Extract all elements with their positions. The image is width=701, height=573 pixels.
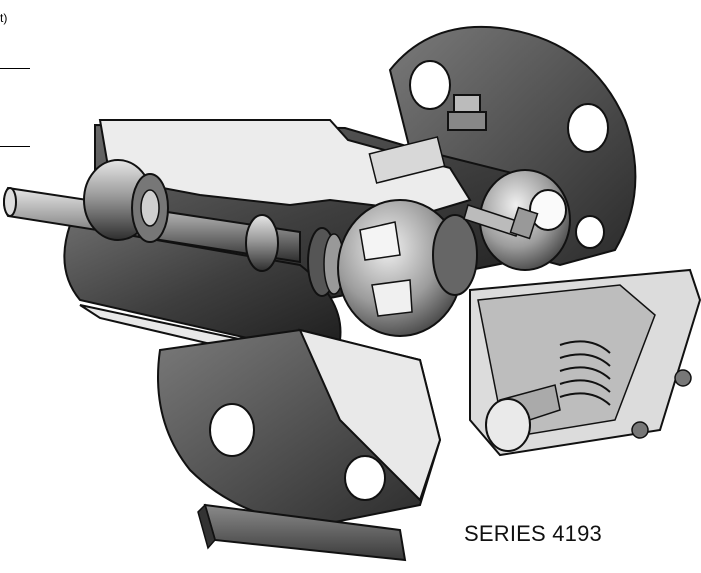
bolt-head bbox=[631, 421, 649, 439]
bolt-hole bbox=[567, 103, 609, 153]
top-plug bbox=[447, 94, 487, 131]
bolt-hole bbox=[209, 403, 255, 457]
rotor bbox=[337, 199, 478, 337]
rule-line-bottom bbox=[0, 146, 30, 147]
relief-valve bbox=[469, 268, 701, 457]
rule-line-top bbox=[0, 68, 30, 69]
valve-spring bbox=[559, 340, 611, 406]
text-fragment: t) bbox=[0, 11, 8, 25]
bolt-head bbox=[674, 369, 692, 387]
bolt-hole bbox=[409, 60, 451, 110]
pump-head bbox=[463, 169, 571, 271]
bolt-hole bbox=[575, 215, 605, 249]
ball-bearing bbox=[83, 159, 169, 243]
bolt-hole bbox=[344, 455, 386, 501]
series-caption: SERIES 4193 bbox=[464, 521, 602, 546]
front-flange bbox=[157, 328, 442, 527]
nameplate bbox=[368, 136, 446, 184]
mounting-foot bbox=[197, 503, 407, 562]
shaft-seal bbox=[245, 214, 345, 297]
